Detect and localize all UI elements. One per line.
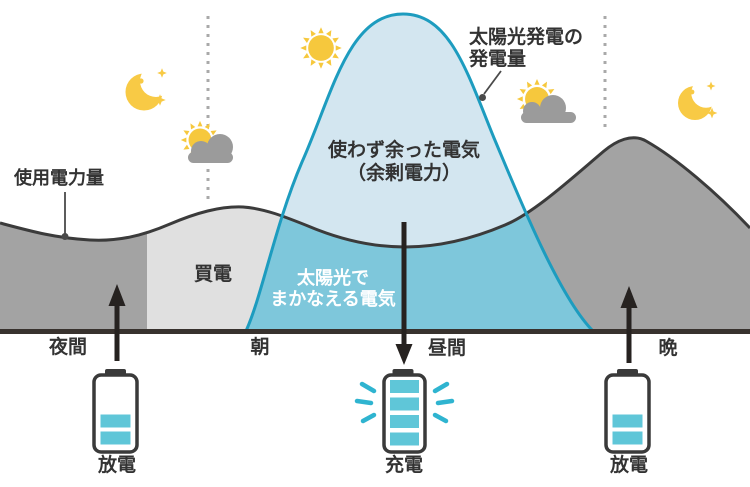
usage-label: 使用電力量 <box>13 167 104 188</box>
battery-bar <box>100 431 131 445</box>
self-consumed-label-line2: まかなえる電気 <box>270 288 395 309</box>
battery-day <box>354 369 455 454</box>
surplus-label-line1: 使わず余った電気 <box>327 138 480 161</box>
period-label-morning: 朝 <box>250 336 269 358</box>
battery-bar <box>100 414 131 428</box>
battery-night <box>92 369 139 454</box>
crescent-moon-icon <box>678 78 721 120</box>
cloud-icon <box>188 134 233 163</box>
crescent-moon-icon <box>125 65 172 111</box>
surplus-label-line2: （余剰電力） <box>347 161 461 184</box>
battery-bar <box>390 432 419 446</box>
generation-label-leader <box>479 70 502 101</box>
period-label-night: 夜間 <box>48 335 87 358</box>
battery-bar <box>390 397 419 411</box>
sun-behind-cloud-icon <box>517 79 576 123</box>
discharge-arrow-evening <box>620 286 638 363</box>
battery-action-label-day: 充電 <box>385 453 423 476</box>
discharge-arrow-night <box>108 284 126 361</box>
battery-action-label-evening: 放電 <box>609 453 648 476</box>
period-label-evening: 晩 <box>658 336 677 359</box>
battery-action-label-night: 放電 <box>97 453 136 476</box>
battery-bar <box>390 415 419 428</box>
cloud-icon <box>521 95 576 123</box>
charge-arrow <box>395 222 413 365</box>
usage-curve-line <box>0 136 750 249</box>
battery-evening <box>604 369 651 454</box>
purchased-label: 買電 <box>194 263 232 285</box>
self-consumed-label-line1: 太陽光で <box>297 267 369 288</box>
sun-icon <box>300 27 341 68</box>
battery-bar <box>390 380 419 393</box>
generation-label-line1: 太陽光発電の <box>469 25 583 48</box>
generation-label-line2: 発電量 <box>468 47 526 70</box>
sun-behind-cloud-icon <box>181 121 233 163</box>
generation-curve-line <box>244 12 595 333</box>
charging-spark-icon <box>354 381 455 424</box>
battery-bar <box>612 414 643 428</box>
usage-label-leader <box>61 192 69 240</box>
period-label-daytime: 昼間 <box>428 337 466 359</box>
battery-bar <box>612 431 643 445</box>
baseline <box>0 329 750 334</box>
